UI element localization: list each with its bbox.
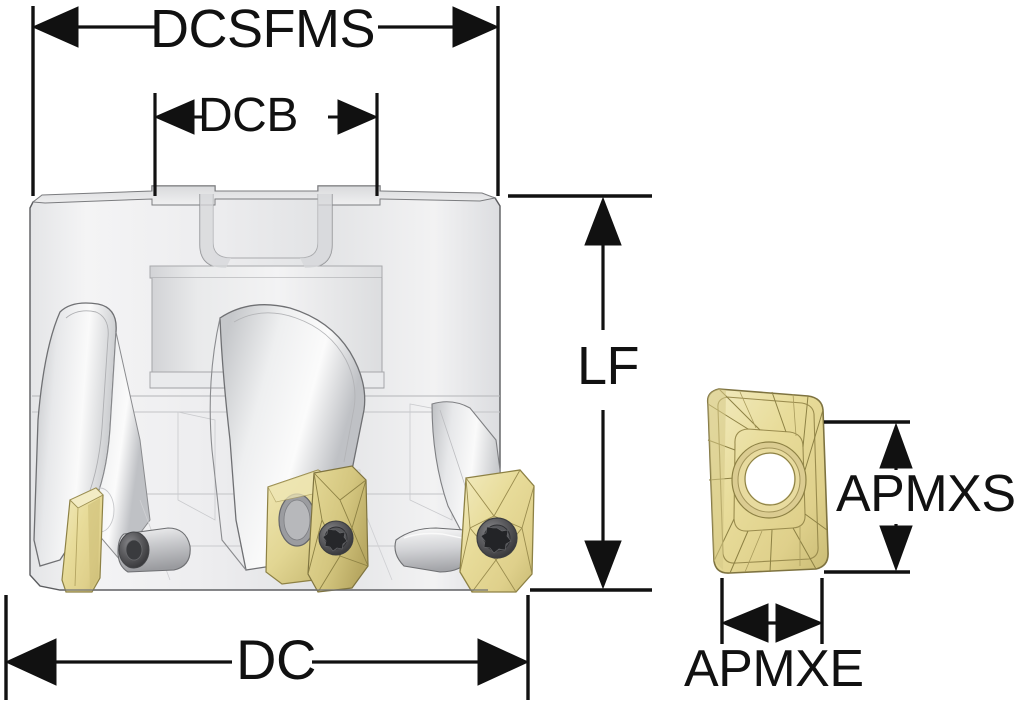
dcb-arrow-right [337, 99, 379, 135]
insert-center-angled [307, 465, 369, 593]
insert-left [61, 487, 104, 593]
insert-left-edge-line [74, 507, 79, 587]
insert-center-angled-facets [307, 472, 369, 593]
insert-center-screw-torx [322, 528, 348, 552]
insert-detail-bore-hole [746, 454, 794, 504]
bore-recess-inner-wall [212, 194, 319, 259]
dimension-lines [4, 6, 913, 700]
clamp-pin-right-highlight [403, 532, 463, 539]
bore-recess-shadow [200, 194, 231, 268]
insert-detail-illustration [706, 388, 829, 574]
chip-flute-left-inner [65, 310, 109, 515]
insert-right-screw-torx [480, 526, 512, 554]
chip-flute-center-highlight [233, 312, 356, 463]
insert-left-top-face [69, 487, 104, 509]
insert-detail-facets-secondary [739, 391, 801, 573]
dimension-label-apmxs: APMXS [836, 465, 1016, 523]
dc-arrow-right [477, 638, 530, 686]
insert-detail-left-shadow [707, 389, 726, 570]
apmxs-arrow-top [879, 422, 913, 469]
pocket-construction-1 [177, 411, 216, 521]
dcsfms-arrow-left [31, 6, 79, 48]
bore-recess-shadow-right [300, 194, 332, 268]
dcsfms-arrow-right [452, 6, 500, 48]
insert-center-flat-bore-inner [283, 499, 311, 541]
dimension-label-dc: DC [236, 628, 316, 691]
bore-recess-floor [149, 265, 383, 279]
dimension-label-dcb: DCB [198, 89, 298, 142]
cutter-body-illustration [29, 185, 535, 593]
apmxe-arrow-left [720, 603, 769, 643]
insert-left-shade [88, 498, 100, 590]
dimension-label-lf: LF [577, 336, 640, 396]
insert-right [459, 469, 535, 593]
apmxs-arrow-bottom [879, 525, 913, 572]
dimension-label-apmxe: APMXE [684, 640, 864, 698]
clamp-pin-left-socket [125, 539, 143, 561]
dcb-arrow-left [153, 99, 195, 135]
cutter-top-bevel [31, 185, 497, 206]
chip-flute-center-edge [209, 317, 247, 571]
lf-arrow-top [584, 196, 622, 246]
clamp-pin-left [117, 527, 191, 573]
apmxe-arrow-right [775, 603, 824, 643]
dc-arrow-left [4, 638, 57, 686]
lf-arrow-bottom [584, 540, 622, 590]
dimension-label-dcsfms: DCSFMS [150, 0, 376, 59]
